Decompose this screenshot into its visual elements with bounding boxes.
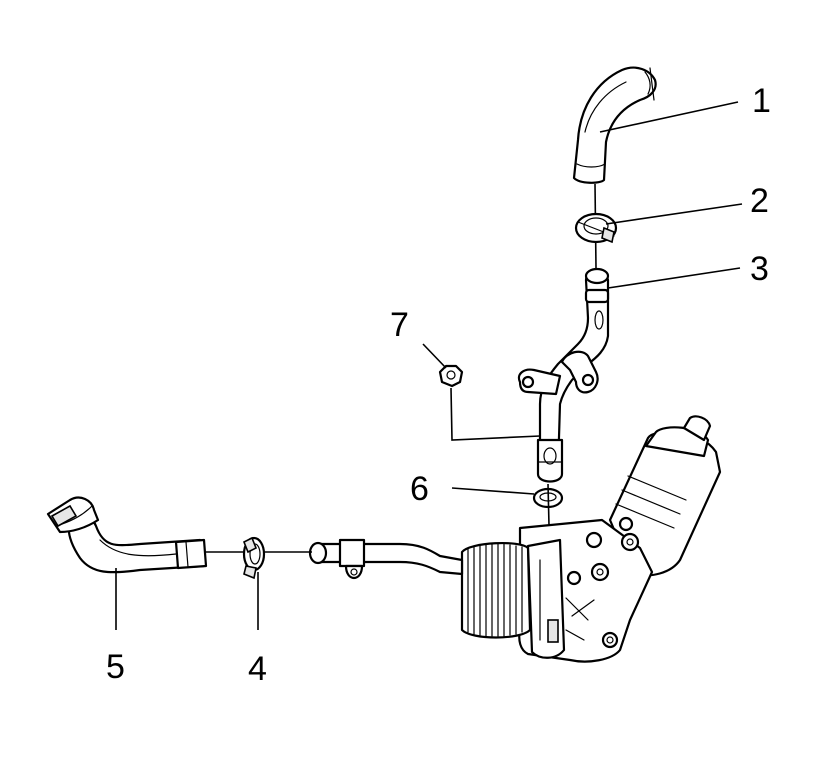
callout-5: 5 xyxy=(106,648,125,686)
leader-6 xyxy=(451,487,535,495)
oil-pipe xyxy=(517,267,610,483)
callout-7: 7 xyxy=(390,306,409,344)
lower-hose xyxy=(46,496,208,574)
leader-pipe xyxy=(450,387,541,441)
callout-1: 1 xyxy=(752,82,771,120)
callout-2: 2 xyxy=(750,182,769,220)
hose-clamp-lower xyxy=(242,536,266,580)
leader-3 xyxy=(607,267,741,289)
oil-cooler-assembly xyxy=(460,415,722,663)
callout-6: 6 xyxy=(410,470,429,508)
upper-hose xyxy=(572,66,657,184)
leader-2 xyxy=(605,203,743,225)
leader-1 xyxy=(599,101,739,133)
callout-3: 3 xyxy=(750,250,769,288)
leader-7 xyxy=(422,343,447,369)
hose-clamp-upper xyxy=(574,212,618,244)
nut xyxy=(438,364,464,388)
lower-pipe xyxy=(308,538,464,580)
callout-4: 4 xyxy=(248,650,267,688)
